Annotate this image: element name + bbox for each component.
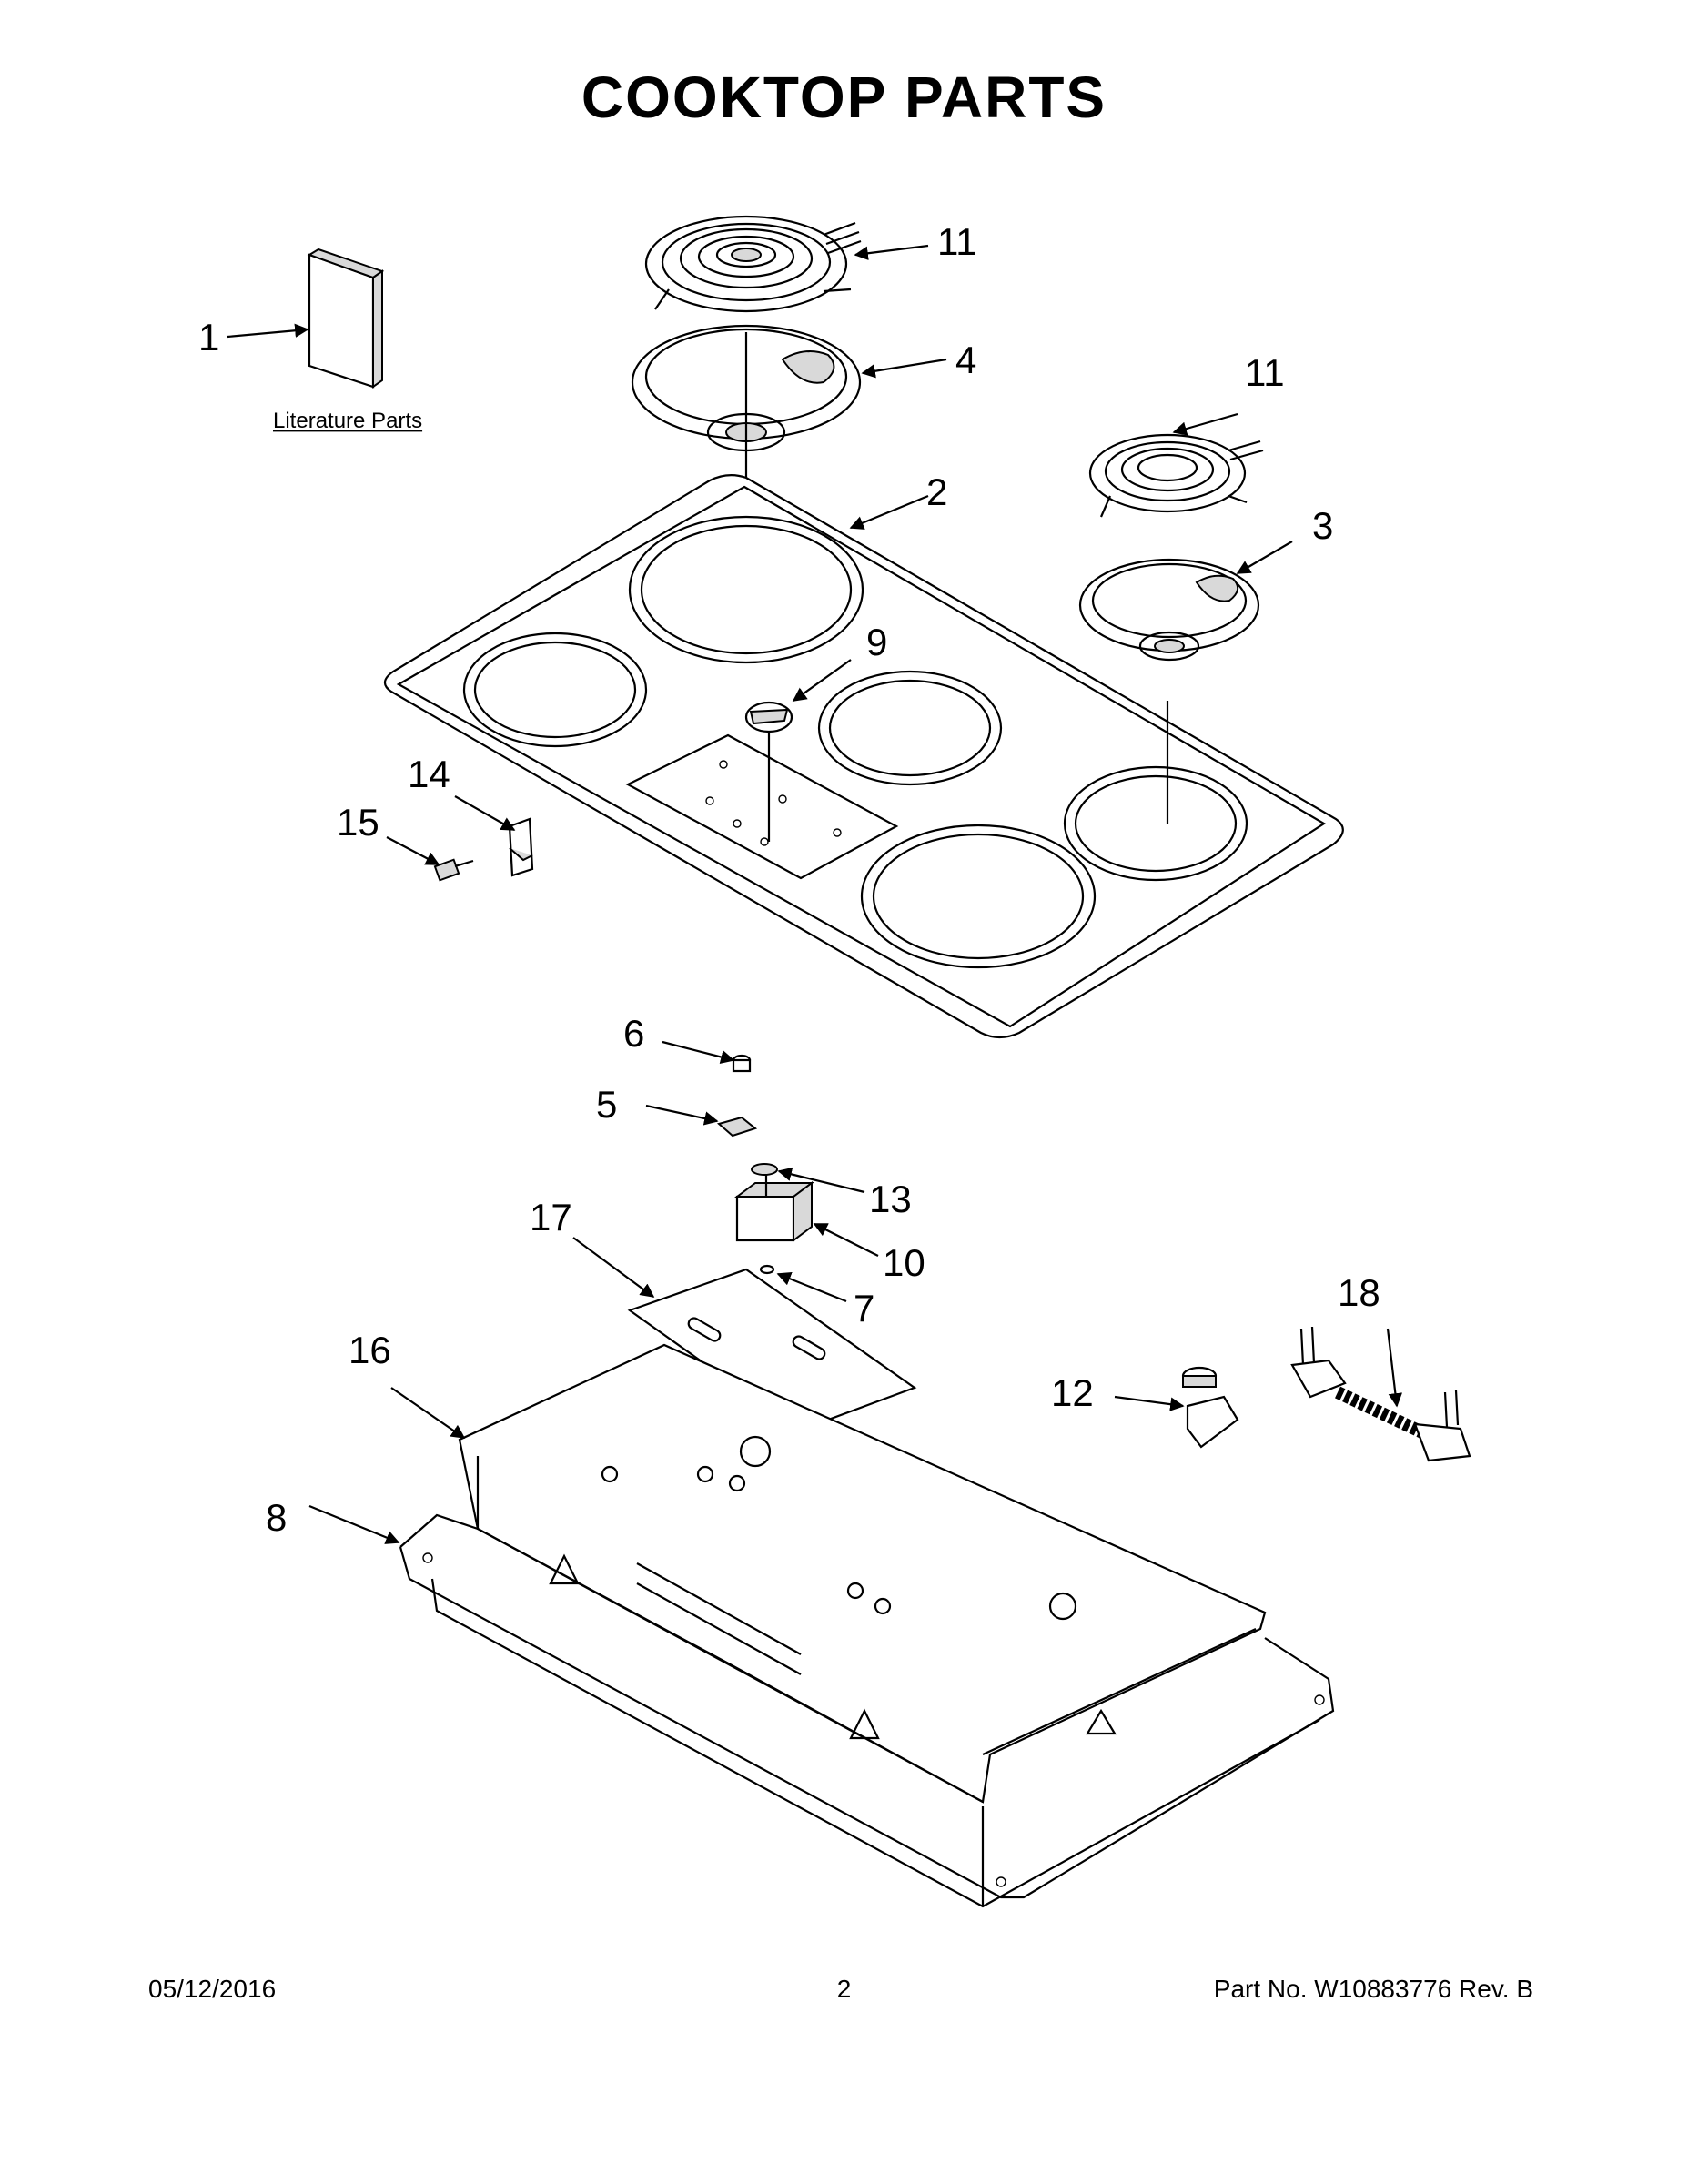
page-title: COOKTOP PARTS xyxy=(581,65,1107,130)
callout-4: 4 xyxy=(955,339,976,381)
small-drip-bowl xyxy=(1078,558,1260,662)
callout-18: 18 xyxy=(1338,1271,1380,1314)
bracket-screw xyxy=(433,858,474,882)
callout-5: 5 xyxy=(596,1083,617,1126)
bottom-pan xyxy=(399,1513,1335,1908)
footer-date: 05/12/2016 xyxy=(148,1975,277,2003)
cable-assembly xyxy=(1290,1326,1471,1462)
footer-part-number: Part No. W10883776 Rev. B xyxy=(1213,1975,1533,2003)
callout-3: 3 xyxy=(1312,504,1333,547)
callout-numbers: 1 2 3 4 5 6 7 8 9 10 11 11 12 13 14 15 1… xyxy=(198,220,1380,1539)
callout-8: 8 xyxy=(266,1496,287,1539)
callout-14: 14 xyxy=(408,753,450,795)
literature-booklet xyxy=(307,248,385,389)
footer-page-number: 2 xyxy=(836,1975,852,2003)
cooktop-panel xyxy=(383,474,1344,1039)
callout-1: 1 xyxy=(198,316,219,359)
large-surface-element xyxy=(644,215,862,313)
callout-leaders xyxy=(227,244,1403,1544)
callout-2: 2 xyxy=(926,470,947,513)
mounting-bracket xyxy=(508,817,534,877)
small-surface-element xyxy=(1088,433,1264,518)
callout-6: 6 xyxy=(623,1012,644,1055)
callout-10: 10 xyxy=(883,1241,925,1284)
callout-15: 15 xyxy=(337,801,379,844)
control-knob xyxy=(744,701,793,733)
callout-11-small: 11 xyxy=(1245,351,1285,394)
callout-12: 12 xyxy=(1051,1371,1094,1414)
callout-7: 7 xyxy=(854,1287,874,1330)
callout-11-large: 11 xyxy=(937,220,977,263)
control-box xyxy=(458,1343,1267,1804)
callout-9: 9 xyxy=(866,621,887,663)
callout-17: 17 xyxy=(530,1196,572,1239)
switch-stack xyxy=(716,1054,814,1275)
callout-16: 16 xyxy=(349,1329,391,1371)
literature-parts-label: Literature Parts xyxy=(273,409,422,433)
conduit-fitting xyxy=(1181,1366,1239,1449)
callout-13: 13 xyxy=(869,1178,912,1220)
